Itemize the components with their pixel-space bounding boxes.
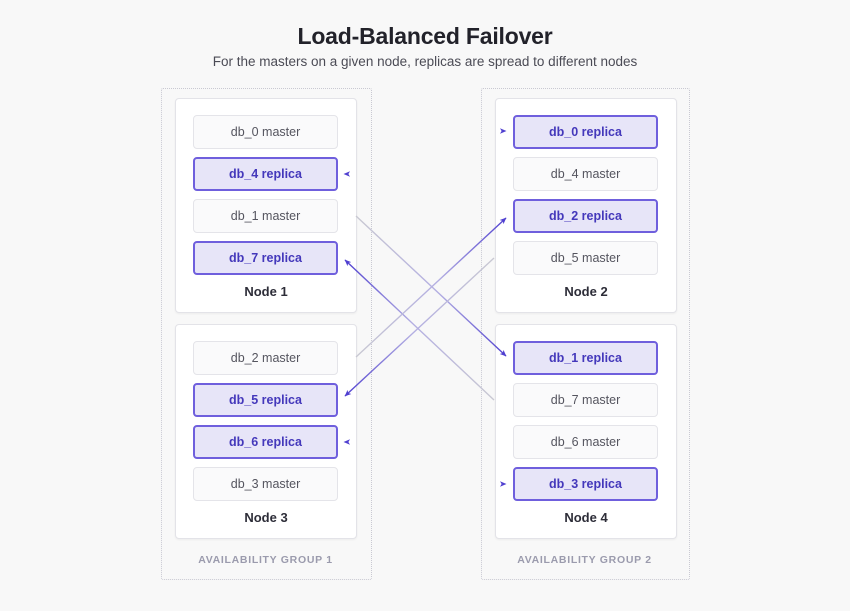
availability-group-1-label: AVAILABILITY GROUP 1: [198, 554, 333, 566]
node-label-node-3: Node 3: [244, 510, 288, 525]
availability-group-2-label: AVAILABILITY GROUP 2: [517, 554, 652, 566]
db-box-n2-3[interactable]: db_5 master: [513, 241, 658, 275]
db-box-n1-2[interactable]: db_1 master: [193, 199, 338, 233]
node-card-node-1[interactable]: db_0 master db_4 replica db_1 master db_…: [175, 98, 357, 313]
node-label-node-4: Node 4: [564, 510, 608, 525]
db-box-n4-1[interactable]: db_7 master: [513, 383, 658, 417]
db-box-n2-0[interactable]: db_0 replica: [513, 115, 658, 149]
page-subtitle: For the masters on a given node, replica…: [212, 54, 638, 69]
db-box-n3-2[interactable]: db_6 replica: [193, 425, 338, 459]
node-card-node-4[interactable]: db_1 replica db_7 master db_6 master db_…: [495, 324, 677, 539]
node-card-node-2[interactable]: db_0 replica db_4 master db_2 replica db…: [495, 98, 677, 313]
page-title: Load-Balanced Failover: [297, 23, 553, 49]
db-box-n3-0[interactable]: db_2 master: [193, 341, 338, 375]
db-box-n4-2[interactable]: db_6 master: [513, 425, 658, 459]
db-box-n3-3[interactable]: db_3 master: [193, 467, 338, 501]
node-card-node-3[interactable]: db_2 master db_5 replica db_6 replica db…: [175, 324, 357, 539]
db-box-n4-3[interactable]: db_3 replica: [513, 467, 658, 501]
db-box-n2-1[interactable]: db_4 master: [513, 157, 658, 191]
db-box-n1-3[interactable]: db_7 replica: [193, 241, 338, 275]
db-box-n3-1[interactable]: db_5 replica: [193, 383, 338, 417]
node-label-node-2: Node 2: [564, 284, 608, 299]
db-box-n1-0[interactable]: db_0 master: [193, 115, 338, 149]
db-box-n1-1[interactable]: db_4 replica: [193, 157, 338, 191]
db-box-n4-0[interactable]: db_1 replica: [513, 341, 658, 375]
node-label-node-1: Node 1: [244, 284, 288, 299]
db-box-n2-2[interactable]: db_2 replica: [513, 199, 658, 233]
